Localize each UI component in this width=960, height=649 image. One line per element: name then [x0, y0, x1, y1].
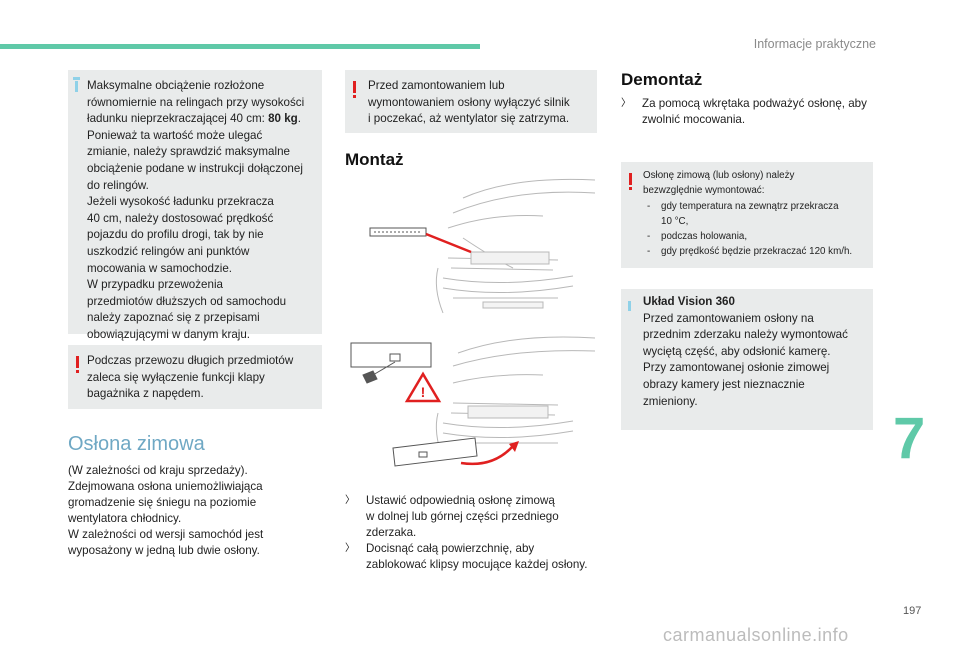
list-item: gdy temperatura na zewnątrz przekracza10… [643, 199, 865, 230]
warning-icon [629, 173, 632, 190]
placement-arrow-upper [425, 232, 472, 254]
text-line: bagażnika z napędem. [87, 387, 204, 401]
camera-cutout-cover [350, 342, 432, 384]
text-line: 40 cm, należy dostosować prędkość [87, 211, 274, 225]
info-box-roof-load: Maksymalne obciążenie rozłożone równomie… [68, 70, 322, 341]
text-line: Zdejmowana osłona uniemożliwiająca [68, 480, 263, 493]
text-line: gromadzenie się śniegu na poziomie [68, 496, 257, 509]
list-item: podczas holowania, [643, 229, 865, 245]
section-title: Informacje praktyczne [753, 37, 876, 51]
placement-arrow-lower [460, 445, 514, 466]
text-line: obowiązującymi w danym kraju. [87, 327, 251, 341]
car-front-upper-image [435, 178, 595, 314]
text-line: Przy zamontowanej osłonie zimowej [643, 361, 830, 375]
text-line: wyposażony w jedną lub dwie osłony. [68, 544, 260, 557]
text-line: Osłonę zimową (lub osłony) należy [643, 170, 795, 181]
bullet-marker-icon: 〉 [345, 495, 355, 506]
text-line: W zależności od wersji samochód jest [68, 528, 264, 541]
text-line: pojazdu do profilu drogi, tak by nie [87, 228, 264, 242]
warning-icon [76, 356, 79, 373]
section-heading-winter-cover: Osłona zimowa [68, 433, 205, 455]
warning-box-removal: Osłonę zimową (lub osłony) należy bezwzg… [621, 162, 873, 268]
text-line: w dolnej lub górnej części przedniego [366, 510, 559, 523]
text-line: zderzaka. [366, 526, 417, 539]
text-line: do relingów. [87, 178, 149, 192]
list-item: gdy prędkość będzie przekraczać 120 km/h… [643, 244, 865, 260]
warning-icon [353, 81, 356, 98]
text-line: zmieniony. [643, 394, 698, 408]
text-line: obrazy kamery jest nieznacznie [643, 377, 805, 391]
text-line: Za pomocą wkrętaka podważyć osłonę, aby [642, 97, 867, 110]
bullet-item-removal: 〉 Za pomocą wkrętaka podważyć osłonę, ab… [621, 96, 881, 128]
header-accent-bar [0, 44, 480, 49]
bullet-marker-icon: 〉 [345, 543, 355, 554]
warning-triangle-icon: ! [404, 371, 442, 403]
text-line: wentylatora chłodnicy. [68, 512, 182, 525]
text-line: bezwzględnie wymontować: [643, 185, 765, 197]
text-line: Ponieważ ta wartość może ulegać [87, 128, 263, 142]
chapter-number: 7 [893, 406, 926, 471]
text-line: zablokować klipsy mocujące każdej osłony… [366, 558, 588, 571]
bullet-item-mounting-1: 〉 Ustawić odpowiednią osłonę zimową w do… [345, 493, 597, 541]
text-line: i poczekać, aż wentylator się zatrzyma. [368, 112, 570, 126]
text-line: Docisnąć całą powierzchnię, aby [366, 542, 535, 555]
text-line: Ustawić odpowiednią osłonę zimową [366, 494, 555, 507]
winter-cover-description: (W zależności od kraju sprzedaży). Zdejm… [68, 463, 322, 559]
svg-text:!: ! [421, 384, 426, 400]
section-heading-removal: Demontaż [621, 70, 703, 89]
text-line: Maksymalne obciążenie rozłożone [87, 79, 265, 92]
camera-arrow [372, 361, 396, 376]
watermark: carmanualsonline.info [663, 625, 849, 645]
grille-cover-lower [392, 437, 478, 467]
info-icon [73, 77, 80, 92]
car-front-lower-image [435, 336, 595, 459]
bold-value: 80 kg [268, 112, 298, 126]
grille-cover-upper [369, 227, 427, 237]
text-line: (W zależności od kraju sprzedaży). [68, 464, 248, 477]
text-line: ładunku nieprzekraczającej 40 cm: 80 kg. [87, 112, 301, 126]
warning-box-engine-off: Przed zamontowaniem lub wymontowaniem os… [345, 70, 597, 133]
warning-box-tailgate: Podczas przewozu długich przedmiotów zal… [68, 345, 322, 409]
info-icon [628, 301, 631, 311]
bullet-item-mounting-2: 〉 Docisnąć całą powierzchnię, aby zablok… [345, 541, 597, 573]
section-heading-mounting: Montaż [345, 150, 404, 169]
text-line: przednim zderzaku należy wymontować [643, 328, 848, 342]
text-line: Przed zamontowaniem lub [368, 79, 505, 92]
info-box-vision-360: Układ Vision 360 Przed zamontowaniem osł… [621, 289, 873, 430]
text-line: zwolnić mocowania. [642, 113, 746, 126]
text-line: Jeżeli wysokość ładunku przekracza [87, 195, 274, 209]
text-line: należy zapoznać się z przepisami [87, 311, 260, 325]
text-line: równomiernie na relingach przy wysokości [87, 95, 305, 109]
text-line: wymontowaniem osłony wyłączyć silnik [368, 95, 570, 109]
text-line: wyciętą część, aby odsłonić kamerę. [643, 344, 831, 358]
text-line: obciążenie podane w instrukcji dołączone… [87, 161, 303, 175]
text-line: Przed zamontowaniem osłony na [643, 311, 814, 325]
text-line: Podczas przewozu długich przedmiotów [87, 354, 294, 367]
text-line: zmianie, należy sprawdzić maksymalne [87, 145, 290, 159]
bullet-marker-icon: 〉 [621, 98, 631, 109]
text-line: mocowania w samochodzie. [87, 261, 232, 275]
text-line: W przypadku przewożenia [87, 278, 223, 292]
winter-cover-illustration: ! [350, 178, 595, 467]
page-number: 197 [903, 605, 922, 617]
text-line: zaleca się wyłączenie funkcji klapy [87, 370, 265, 384]
text-line: uszkodzić relingów ani punktów [87, 244, 250, 258]
condition-list: gdy temperatura na zewnątrz przekracza10… [643, 199, 865, 260]
text-line: przedmiotów dłuższych od samochodu [87, 294, 287, 308]
info-box-title: Układ Vision 360 [643, 295, 735, 308]
